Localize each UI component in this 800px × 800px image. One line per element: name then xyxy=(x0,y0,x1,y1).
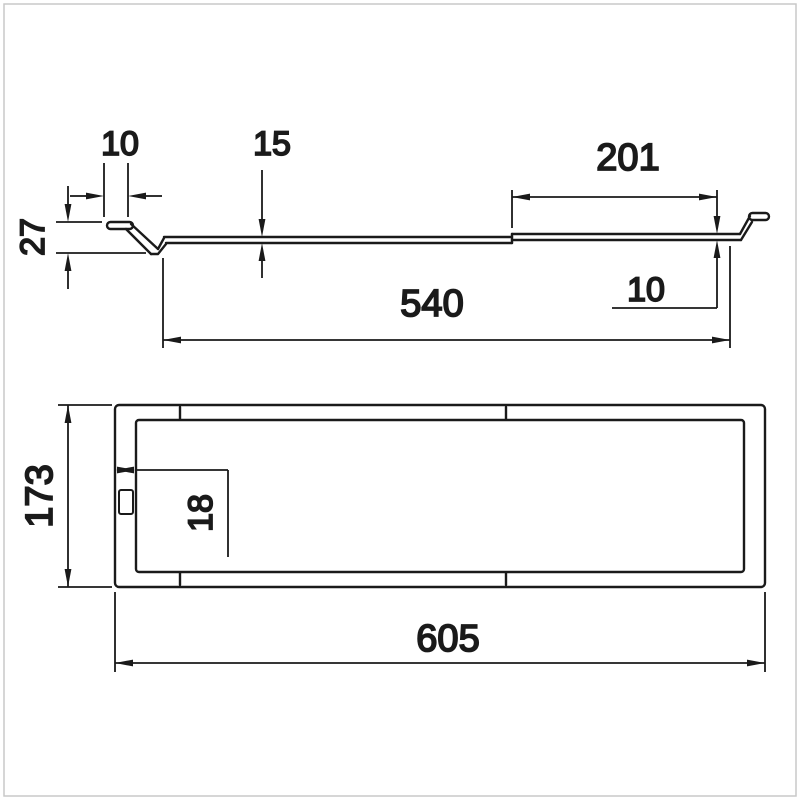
dim-label-right-rail-height: 10 xyxy=(627,271,665,309)
plan-view: 173 18 605 xyxy=(18,403,767,672)
dim-label-lip-width: 10 xyxy=(101,125,139,163)
dim-overall-width: 173 xyxy=(18,404,112,588)
dim-label-inner-length: 540 xyxy=(400,283,463,325)
plan-outline xyxy=(113,403,767,589)
dim-label-overall-width: 173 xyxy=(19,464,61,527)
left-hook-rise xyxy=(156,236,166,251)
dim-label-hook-height: 27 xyxy=(14,218,52,256)
dim-label-left-rail-height: 15 xyxy=(253,125,291,163)
dim-label-right-section-length: 201 xyxy=(596,137,659,179)
side-profile-view: 10 15 27 201 xyxy=(13,124,771,348)
right-hook-diagonal-lower xyxy=(739,220,754,242)
right-hook-diagonal-upper xyxy=(738,214,752,236)
dim-left-rail-height: 15 xyxy=(252,124,292,278)
dim-lip-width: 10 xyxy=(70,124,162,217)
plan-left-slot xyxy=(118,489,134,515)
dim-rail-width: 18 xyxy=(116,466,229,557)
page-frame xyxy=(3,3,797,797)
dim-label-rail-width: 18 xyxy=(182,494,220,532)
plan-inner-frame xyxy=(134,418,746,574)
right-hook-lip xyxy=(747,211,771,222)
dim-right-section-length: 201 xyxy=(511,136,718,228)
left-hook-bottom xyxy=(149,242,168,256)
left-hook-diagonal-upper xyxy=(129,222,160,251)
dim-hook-height: 27 xyxy=(13,186,146,289)
left-hook-diagonal-lower xyxy=(124,227,153,256)
dim-inner-length: 540 xyxy=(162,246,731,348)
dim-label-overall-length: 605 xyxy=(416,618,479,660)
plan-outer-frame xyxy=(113,403,767,589)
dim-right-rail-height: 10 xyxy=(612,216,721,310)
profile-outline xyxy=(105,211,771,256)
dim-overall-length: 605 xyxy=(114,592,766,672)
